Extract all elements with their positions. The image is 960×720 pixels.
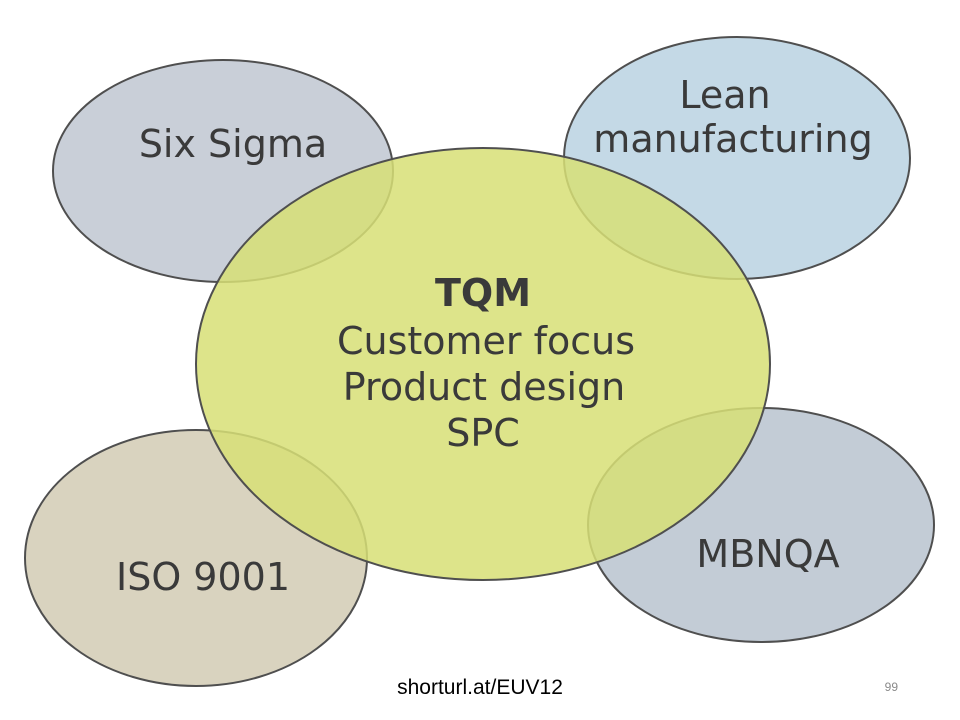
mbnqa-label: MBNQA bbox=[696, 532, 839, 576]
lean-label: Lean bbox=[679, 73, 770, 117]
tqm-line-spc: SPC bbox=[446, 411, 520, 455]
iso-9001-label: ISO 9001 bbox=[116, 555, 290, 599]
source-link[interactable]: shorturl.at/EUV12 bbox=[397, 676, 563, 699]
tqm-line-product-design: Product design bbox=[343, 365, 625, 409]
tqm-circle bbox=[195, 147, 771, 581]
tqm-line-customer-focus: Customer focus bbox=[337, 319, 635, 363]
slide-number: 99 bbox=[884, 680, 898, 694]
tqm-title: TQM bbox=[435, 271, 531, 315]
six-sigma-label: Six Sigma bbox=[139, 122, 327, 166]
manufacturing-label: manufacturing bbox=[593, 117, 872, 161]
